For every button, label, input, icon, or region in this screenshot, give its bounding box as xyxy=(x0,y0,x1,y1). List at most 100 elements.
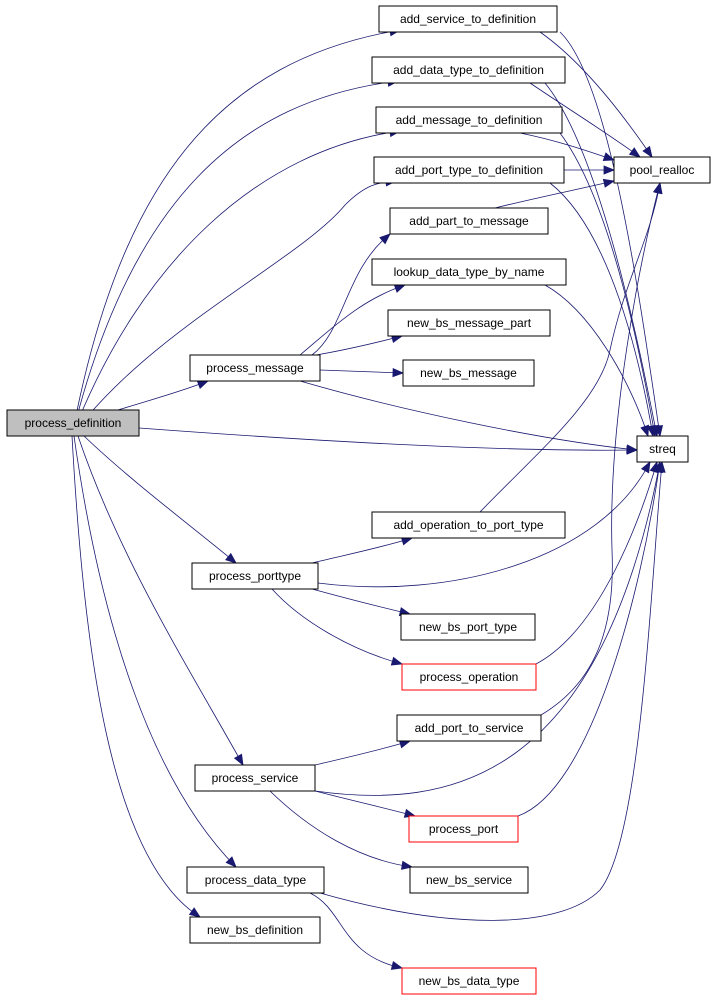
edge-arrowhead xyxy=(642,145,653,158)
edge-process_definition-to-process_porttype xyxy=(83,435,237,564)
node-new-bs-data-type[interactable]: new_bs_data_type xyxy=(401,967,537,995)
node-box[interactable] xyxy=(371,56,566,84)
node-process-operation[interactable]: process_operation xyxy=(401,663,537,691)
edge-line xyxy=(517,461,661,817)
node-new-bs-message[interactable]: new_bs_message xyxy=(402,359,535,387)
node-box[interactable] xyxy=(401,663,537,691)
edge-arrowhead xyxy=(603,165,616,175)
node-box[interactable] xyxy=(613,156,711,184)
node-box[interactable] xyxy=(186,866,325,894)
edge-arrowhead xyxy=(392,368,405,378)
edge-line xyxy=(317,461,651,588)
node-add-part-to-message[interactable]: add_part_to_message xyxy=(389,207,549,235)
edge-process_porttype-to-streq xyxy=(317,461,651,588)
node-box[interactable] xyxy=(378,5,558,33)
node-label: add_service_to_definition xyxy=(400,12,536,26)
node-label: process_message xyxy=(206,361,304,375)
edge-line xyxy=(71,29,401,437)
edge-line xyxy=(71,80,399,437)
node-box[interactable] xyxy=(402,359,535,387)
edge-process_definition-to-add_data_type_to_definition xyxy=(71,77,400,437)
node-box[interactable] xyxy=(401,967,537,995)
node-box[interactable] xyxy=(636,435,689,463)
edge-line xyxy=(319,461,663,921)
edge-process_operation-to-streq xyxy=(535,460,659,665)
node-box[interactable] xyxy=(6,409,140,437)
edge-arrowhead xyxy=(400,860,414,870)
node-label: process_port xyxy=(429,822,499,836)
edge-add_service_to_definition-to-pool_realloc xyxy=(539,31,653,158)
edge-process_definition-to-streq xyxy=(138,427,639,455)
edge-process_definition-to-add_message_to_definition xyxy=(71,128,402,437)
node-box[interactable] xyxy=(194,764,316,792)
node-new-bs-port-type[interactable]: new_bs_port_type xyxy=(400,613,536,641)
edge-arrowhead xyxy=(188,907,201,918)
node-add-data-type-to-definition[interactable]: add_data_type_to_definition xyxy=(371,56,566,84)
edge-line xyxy=(539,31,653,158)
edge-arrowhead xyxy=(602,152,616,161)
edge-process_porttype-to-new_bs_port_type xyxy=(311,588,412,617)
node-label: process_service xyxy=(212,771,299,785)
node-box[interactable] xyxy=(400,613,536,641)
edge-process_definition-to-process_message xyxy=(117,380,210,411)
node-label: new_bs_message_part xyxy=(407,316,532,330)
node-process-definition[interactable]: process_definition xyxy=(6,409,140,437)
edge-arrowhead xyxy=(640,461,651,474)
node-box[interactable] xyxy=(408,815,519,843)
edge-arrowhead xyxy=(390,961,404,970)
node-box[interactable] xyxy=(396,714,542,742)
edge-line xyxy=(299,284,406,356)
edge-arrowhead xyxy=(602,178,616,188)
edge-process_definition-to-process_data_type xyxy=(73,435,237,868)
node-box[interactable] xyxy=(409,866,529,894)
edge-process_definition-to-process_service xyxy=(77,435,244,766)
edge-line xyxy=(549,182,654,437)
node-add-port-type-to-definition[interactable]: add_port_type_to_definition xyxy=(373,156,565,184)
node-box[interactable] xyxy=(389,207,549,235)
node-new-bs-service[interactable]: new_bs_service xyxy=(409,866,529,894)
nodes-layer: process_definition process_messageprocess… xyxy=(6,5,711,995)
node-box[interactable] xyxy=(189,916,321,944)
node-add-port-to-service[interactable]: add_port_to_service xyxy=(396,714,542,742)
edge-line xyxy=(529,82,641,158)
edge-add_service_to_definition-to-streq xyxy=(559,31,664,438)
edge-add_port_type_to_definition-to-pool_realloc xyxy=(564,165,616,175)
node-label: new_bs_message xyxy=(420,366,517,380)
node-label: add_data_type_to_definition xyxy=(393,63,544,77)
node-process-data-type[interactable]: process_data_type xyxy=(186,866,325,894)
node-lookup-data-type-by-name[interactable]: lookup_data_type_by_name xyxy=(371,258,567,286)
node-new-bs-message-part[interactable]: new_bs_message_part xyxy=(387,309,551,337)
edges-layer xyxy=(71,27,666,970)
node-box[interactable] xyxy=(387,309,551,337)
node-box[interactable] xyxy=(189,354,321,382)
edge-line xyxy=(311,588,411,615)
node-process-message[interactable]: process_message xyxy=(189,354,321,382)
node-box[interactable] xyxy=(371,511,566,539)
edge-line xyxy=(117,380,209,411)
node-new-bs-definition[interactable]: new_bs_definition xyxy=(189,916,321,944)
edge-arrowhead xyxy=(393,284,407,293)
node-label: new_bs_port_type xyxy=(419,620,517,634)
node-process-porttype[interactable]: process_porttype xyxy=(191,562,319,590)
node-box[interactable] xyxy=(371,258,567,286)
edge-line xyxy=(83,435,237,564)
node-process-service[interactable]: process_service xyxy=(194,764,316,792)
node-box[interactable] xyxy=(191,562,319,590)
node-add-message-to-definition[interactable]: add_message_to_definition xyxy=(375,106,563,134)
edge-process_data_type-to-new_bs_data_type xyxy=(309,892,404,970)
node-add-operation-to-port-type[interactable]: add_operation_to_port_type xyxy=(371,511,566,539)
edge-process_porttype-to-add_operation_to_port_type xyxy=(311,536,414,564)
node-label: add_part_to_message xyxy=(409,214,529,228)
node-streq[interactable]: streq xyxy=(636,435,689,463)
node-box[interactable] xyxy=(373,156,565,184)
node-label: pool_realloc xyxy=(630,163,695,177)
node-label: new_bs_definition xyxy=(207,923,303,937)
edge-line xyxy=(71,435,201,918)
edge-line xyxy=(494,180,615,209)
node-pool-realloc[interactable]: pool_realloc xyxy=(613,156,711,184)
node-add-service-to-definition[interactable]: add_service_to_definition xyxy=(378,5,558,33)
node-box[interactable] xyxy=(375,106,563,134)
node-label: add_port_to_service xyxy=(415,721,524,735)
node-process-port[interactable]: process_port xyxy=(408,815,519,843)
edge-arrowhead xyxy=(225,552,237,564)
